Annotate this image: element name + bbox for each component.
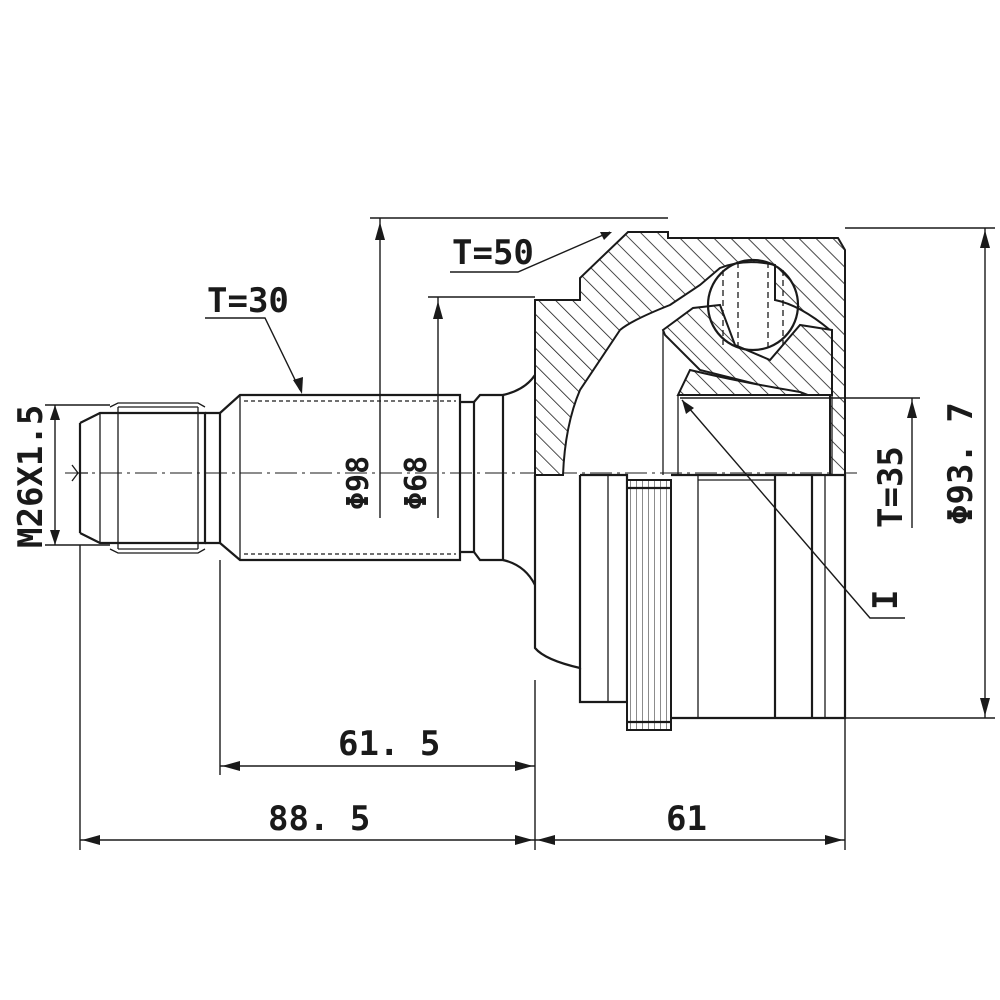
ball — [706, 258, 800, 352]
label-t30: T=30 — [207, 281, 289, 321]
label-dia937: Φ93. 7 — [941, 402, 981, 525]
abs-tone-ring — [626, 479, 672, 731]
stub-shaft — [78, 374, 536, 586]
label-dia68: Φ68 — [399, 456, 434, 510]
outer-bell-housing — [534, 231, 846, 476]
label-len615: 61. 5 — [338, 724, 440, 764]
label-thread: M26X1.5 — [11, 405, 51, 548]
label-t50: T=50 — [452, 233, 534, 273]
labels: M26X1.5 T=30 T=50 Φ98 Φ68 T=35 Φ93. 7 I … — [11, 233, 981, 839]
label-t35: T=35 — [871, 446, 911, 528]
label-len885: 88. 5 — [268, 799, 370, 839]
lower-housing — [533, 473, 847, 731]
label-dia98: Φ98 — [341, 456, 376, 510]
dimensions — [45, 217, 995, 850]
label-marker: I — [866, 590, 906, 610]
label-len61: 61 — [666, 799, 707, 839]
